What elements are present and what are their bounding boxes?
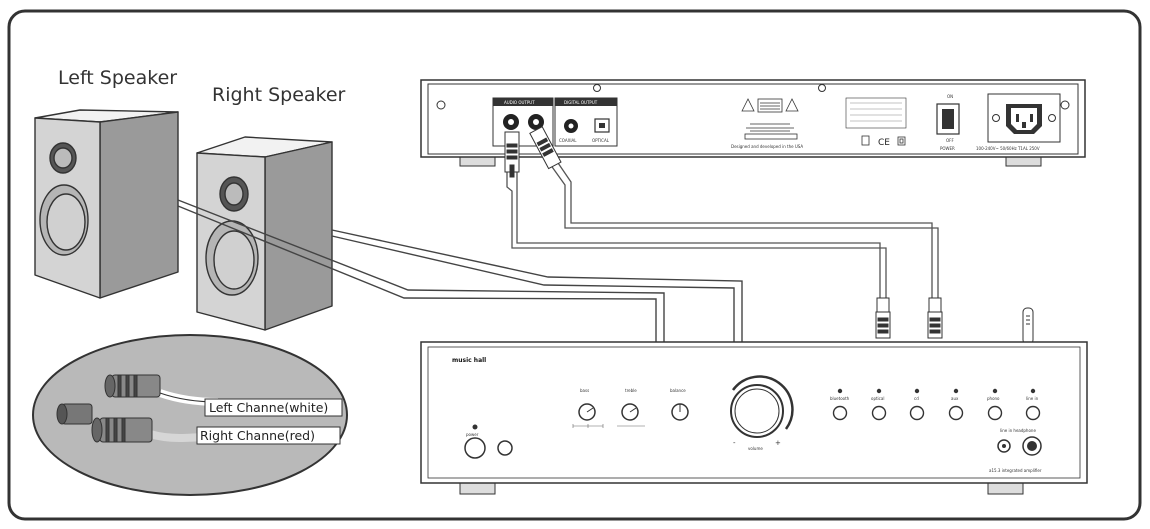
input-bluetooth[interactable]: bluetooth [830, 388, 850, 421]
volume-plus-label: + [775, 439, 781, 447]
volume-label: volume [748, 446, 763, 451]
remote-sensor-icon [497, 440, 513, 456]
digital-output-label: DIGITAL OUTPUT [564, 100, 598, 105]
input-line-in[interactable]: line in [1025, 388, 1041, 421]
certification-icons: CE [861, 135, 906, 148]
input-label: phono [987, 396, 1000, 401]
diagram-frame [7, 9, 1142, 521]
red-rca-plug [56, 403, 215, 443]
screw-icon [992, 114, 1000, 122]
power-led-icon [472, 424, 478, 430]
volume-arc-icon [731, 375, 794, 430]
input-phono[interactable]: phono [987, 388, 1003, 421]
power-on-label: ON [947, 94, 953, 99]
power-button[interactable] [464, 437, 486, 459]
screw-icon [1048, 114, 1056, 122]
bluetooth-antenna-icon [1022, 307, 1034, 345]
input-label: optical [871, 396, 884, 401]
left-channel-label: Left Channe(white) [209, 400, 328, 415]
speaker-cables [177, 199, 743, 342]
model-label: a15.3 integrated amplifier [989, 468, 1042, 473]
brand-label: music hall [452, 357, 486, 364]
optical-label: OPTICAL [592, 138, 610, 143]
input-label: cd [914, 396, 919, 401]
coaxial-label: COAXIAL [559, 138, 577, 143]
input-label: bluetooth [830, 396, 850, 401]
screw-icon [1060, 100, 1070, 110]
mains-rating-label: 100-240V~ 50/60Hz T1AL 250V [976, 146, 1040, 151]
bass-scale-icon [572, 424, 604, 428]
right-speaker-label: Right Speaker [212, 84, 346, 106]
input-button[interactable] [871, 405, 887, 421]
rca-cable [504, 126, 943, 339]
svg-text:CE: CE [878, 138, 890, 148]
input-cd[interactable]: cd [909, 388, 925, 421]
input-button[interactable] [909, 405, 925, 421]
right-channel-box [196, 426, 341, 445]
power-button-label: power [466, 432, 479, 437]
amp-foot-left [459, 481, 496, 495]
left-channel-box [204, 398, 343, 417]
warning-label [741, 98, 799, 140]
volume-knob[interactable] [730, 384, 784, 438]
input-led-icon [1030, 388, 1036, 394]
input-button[interactable] [987, 405, 1003, 421]
input-optical[interactable]: optical [871, 388, 887, 421]
audio-output-header [493, 98, 553, 106]
input-aux[interactable]: aux [948, 388, 964, 421]
input-led-icon [914, 388, 920, 394]
input-button[interactable] [948, 405, 964, 421]
amplifier: music hall power bass treble balance - + [420, 307, 1088, 495]
laser-info-label [845, 97, 907, 129]
power-label: POWER [940, 146, 955, 151]
input-led-icon [837, 388, 843, 394]
input-button[interactable] [1025, 405, 1041, 421]
screw-icon [818, 84, 826, 92]
input-led-icon [992, 388, 998, 394]
power-off-label: OFF [946, 138, 954, 143]
cable-inset: Left Channe(white) Right Channe(red) [32, 334, 348, 496]
iec-inlet-panel [987, 93, 1061, 143]
input-led-icon [953, 388, 959, 394]
left-speaker [34, 109, 179, 299]
screw-icon [593, 84, 601, 92]
right-speaker [196, 136, 333, 331]
amp-foot-right [987, 481, 1024, 495]
right-channel-label: Right Channe(red) [200, 428, 315, 443]
audio-output-label: AUDIO OUTPUT [504, 100, 535, 105]
input-label: aux [951, 396, 959, 401]
balance-label: balance [670, 388, 686, 393]
digital-output-header [555, 98, 617, 106]
volume-minus-label: - [733, 439, 736, 447]
screw-icon [436, 100, 446, 110]
bass-label: bass [580, 388, 589, 393]
cd-back-panel [427, 83, 1079, 155]
input-button[interactable] [832, 405, 848, 421]
front-jacks-label: line in headphone [1000, 428, 1036, 433]
left-speaker-label: Left Speaker [58, 67, 177, 89]
treble-label: treble [625, 388, 637, 393]
cd-player: AUDIO OUTPUT DIGITAL OUTPUT COAXIAL OPTI… [420, 79, 1086, 167]
input-led-icon [876, 388, 882, 394]
designed-in-usa-label: Designed and developed in the USA [731, 144, 803, 149]
input-label: line in [1026, 396, 1039, 401]
